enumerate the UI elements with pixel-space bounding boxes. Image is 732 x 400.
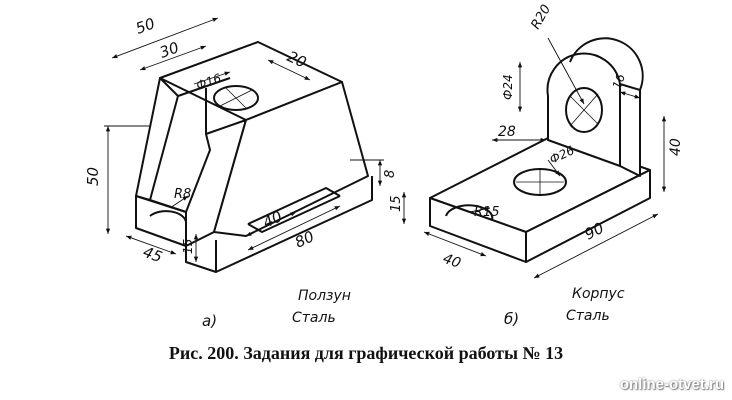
dim-b-r20: R20	[528, 2, 554, 32]
dim-b-40-right: 40	[668, 138, 684, 156]
dim-b-28: 28	[498, 124, 516, 140]
dim-a-8: 8	[383, 170, 398, 178]
dim-a-80: 80	[292, 227, 317, 251]
dim-b-phi24: Ф24	[501, 74, 515, 100]
figure-b-material: Сталь	[566, 308, 610, 324]
figure-b-part	[429, 37, 651, 263]
dim-b-40-bottom: 40	[441, 251, 463, 272]
figure-a-name: Ползун	[298, 288, 351, 304]
figure-a-dimensions	[104, 17, 384, 262]
dim-a-30: 30	[157, 38, 181, 61]
dim-a-r8: R8	[174, 187, 191, 202]
dim-a-45: 45	[141, 243, 165, 266]
dim-a-50-left: 50	[84, 167, 102, 186]
figure-a-part	[135, 41, 373, 273]
figure-b-dimensions	[401, 37, 667, 279]
figure-a-letter: а)	[202, 312, 217, 330]
dim-b-15: 15	[389, 195, 404, 212]
figure-caption: Рис. 200. Задания для графической работы…	[168, 343, 564, 363]
figure-b-name: Корпус	[572, 286, 625, 302]
watermark: online-otvet.ru	[619, 376, 724, 393]
figure-a-material: Сталь	[292, 310, 336, 326]
dim-a-50-top: 50	[133, 14, 157, 37]
figure-b-letter: б)	[504, 310, 519, 328]
dim-b-r15: R15	[474, 205, 500, 220]
dim-b-16: 16	[610, 72, 629, 91]
dim-a-15: 15	[181, 239, 195, 254]
